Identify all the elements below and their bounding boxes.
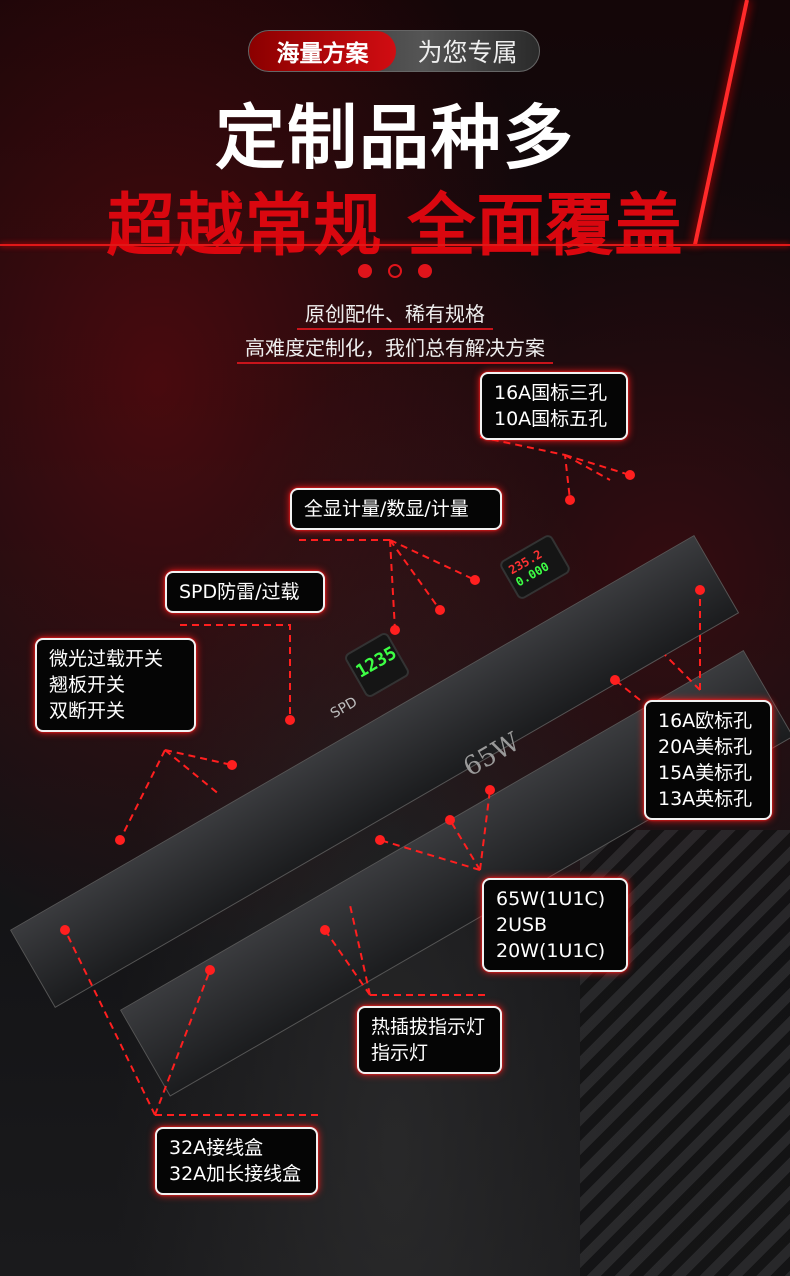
tagline-2: 高难度定制化，我们总有解决方案 xyxy=(0,332,790,364)
callout-text: SPD防雷/过载 xyxy=(179,581,300,603)
callout-usb: 65W(1U1C) 2USB 20W(1U1C) xyxy=(482,878,628,972)
callout-text: 双断开关 xyxy=(49,700,126,722)
callout-gb-sockets: 16A国标三孔 10A国标五孔 xyxy=(480,372,628,440)
callout-text: 13A英标孔 xyxy=(658,788,753,810)
callout-text: 热插拔指示灯 xyxy=(371,1016,486,1038)
callout-text: 32A加长接线盒 xyxy=(169,1163,302,1185)
callout-text: 微光过载开关 xyxy=(49,648,164,670)
callout-indicators: 热插拔指示灯 指示灯 xyxy=(357,1006,502,1074)
callout-text: 16A国标三孔 xyxy=(494,382,608,404)
tagline-2-text: 高难度定制化，我们总有解决方案 xyxy=(237,336,553,364)
dot xyxy=(418,264,432,278)
callout-text: 20W(1U1C) xyxy=(496,940,606,962)
header-pill: 海量方案 为您专属 xyxy=(248,30,540,72)
dot xyxy=(388,264,402,278)
callout-text: 指示灯 xyxy=(371,1042,429,1064)
callout-junction-box: 32A接线盒 32A加长接线盒 xyxy=(155,1127,318,1195)
callout-text: 15A美标孔 xyxy=(658,762,753,784)
callout-text: 10A国标五孔 xyxy=(494,408,608,430)
callout-text: 65W(1U1C) xyxy=(496,888,606,910)
callout-spd: SPD防雷/过载 xyxy=(165,571,325,613)
callout-text: 16A欧标孔 xyxy=(658,710,753,732)
callout-text: 32A接线盒 xyxy=(169,1137,264,1159)
page-subtitle: 超越常规 全面覆盖 xyxy=(106,187,684,266)
callout-text: 2USB xyxy=(496,914,548,936)
page-title: 定制品种多 xyxy=(215,97,575,179)
callout-text: 20A美标孔 xyxy=(658,736,753,758)
callout-text: 翘板开关 xyxy=(49,674,126,696)
callout-switches: 微光过载开关 翘板开关 双断开关 xyxy=(35,638,196,732)
divider xyxy=(0,244,790,246)
tagline-1-text: 原创配件、稀有规格 xyxy=(297,302,493,330)
tagline-1: 原创配件、稀有规格 xyxy=(0,298,790,330)
callout-intl-sockets: 16A欧标孔 20A美标孔 15A美标孔 13A英标孔 xyxy=(644,700,772,820)
pill-left: 海量方案 xyxy=(249,31,396,71)
carousel-dots xyxy=(358,264,432,278)
dot xyxy=(358,264,372,278)
pill-right: 为您专属 xyxy=(417,38,518,67)
callout-text: 全显计量/数显/计量 xyxy=(304,498,469,520)
callout-metering: 全显计量/数显/计量 xyxy=(290,488,502,530)
